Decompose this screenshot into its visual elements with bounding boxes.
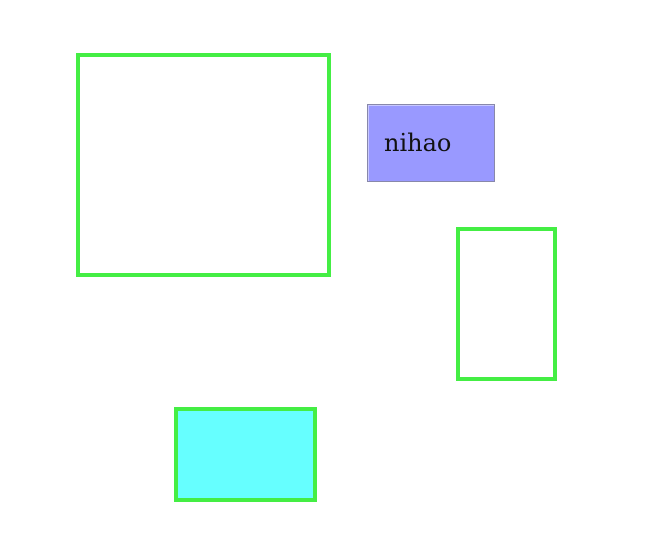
- tall-green-outline-rectangle: [456, 227, 557, 381]
- large-green-outline-rectangle: [76, 53, 331, 277]
- nihao-label-text: nihao: [384, 129, 452, 157]
- cyan-filled-rectangle: [174, 407, 317, 502]
- nihao-label-box: nihao: [367, 104, 495, 182]
